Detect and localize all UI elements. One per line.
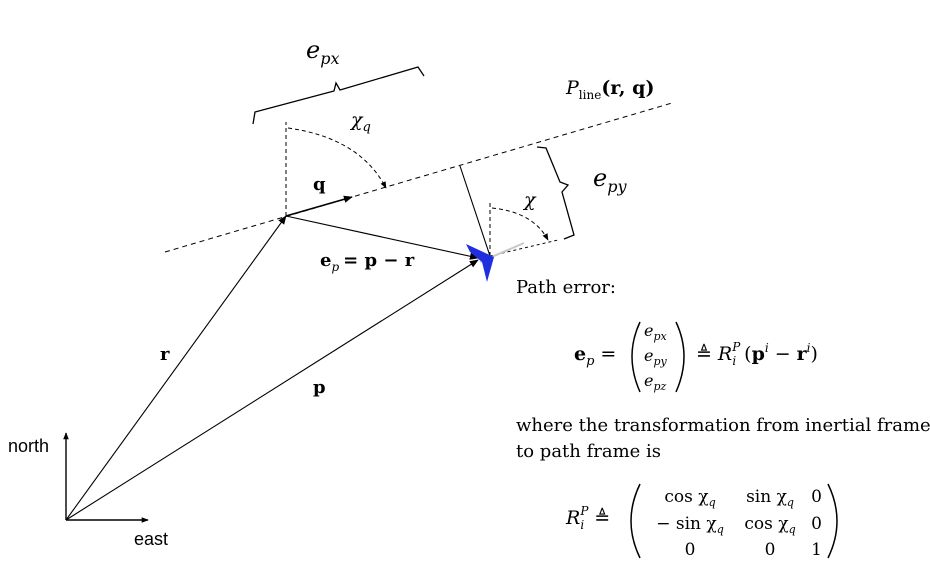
svg-text:epx: epx [644, 321, 668, 343]
path-line-label: Pline(r, q) [565, 77, 654, 102]
matrix-cell: 0 [811, 514, 822, 534]
e-px-label: epx [306, 36, 339, 68]
perpendicular-line [459, 165, 491, 257]
transform-text-line1: where the transformation from inertial f… [516, 415, 930, 436]
matrix-cell: 0 [685, 540, 696, 560]
p-label: p [313, 377, 326, 398]
path-error-title: Path error: [516, 277, 616, 298]
svg-text:≜RPi(pi−ri): ≜RPi(pi−ri) [696, 340, 818, 368]
east-label: east [134, 529, 168, 549]
vector-ep [285, 215, 479, 260]
matrix-cell: sin χq [746, 487, 794, 509]
e-py-label: epy [593, 164, 627, 196]
transform-text-line2: to path frame is [516, 441, 661, 462]
matrix-cell: 1 [811, 540, 822, 560]
vector-q [285, 195, 353, 217]
matrix-cell: − sin χq [656, 514, 724, 536]
r-label: r [160, 344, 170, 365]
matrix-cell: cos χq [664, 487, 715, 509]
e-px-brace [252, 66, 425, 125]
vector-p [65, 259, 479, 521]
chi-q-arc [287, 127, 387, 189]
q-label: q [313, 174, 326, 195]
ep-label: ep= p − r [320, 250, 415, 274]
uav-icon [466, 242, 525, 282]
matrix-cell: 0 [811, 487, 822, 507]
path-line [164, 102, 673, 253]
svg-text:RPi≜: RPi≜ [565, 504, 610, 532]
chi-q-label: χq [349, 109, 371, 135]
matrix-cell: cos χq [744, 514, 795, 536]
svg-text:epy: epy [644, 346, 668, 368]
chi-arc [491, 207, 549, 241]
matrix-cell: 0 [765, 540, 776, 560]
chi-label: χ [522, 189, 537, 211]
svg-text:epz: epz [644, 371, 667, 393]
vector-r [65, 215, 287, 521]
e-py-brace [536, 146, 575, 240]
svg-text:ep=: ep= [574, 343, 616, 369]
north-label: north [8, 436, 49, 456]
